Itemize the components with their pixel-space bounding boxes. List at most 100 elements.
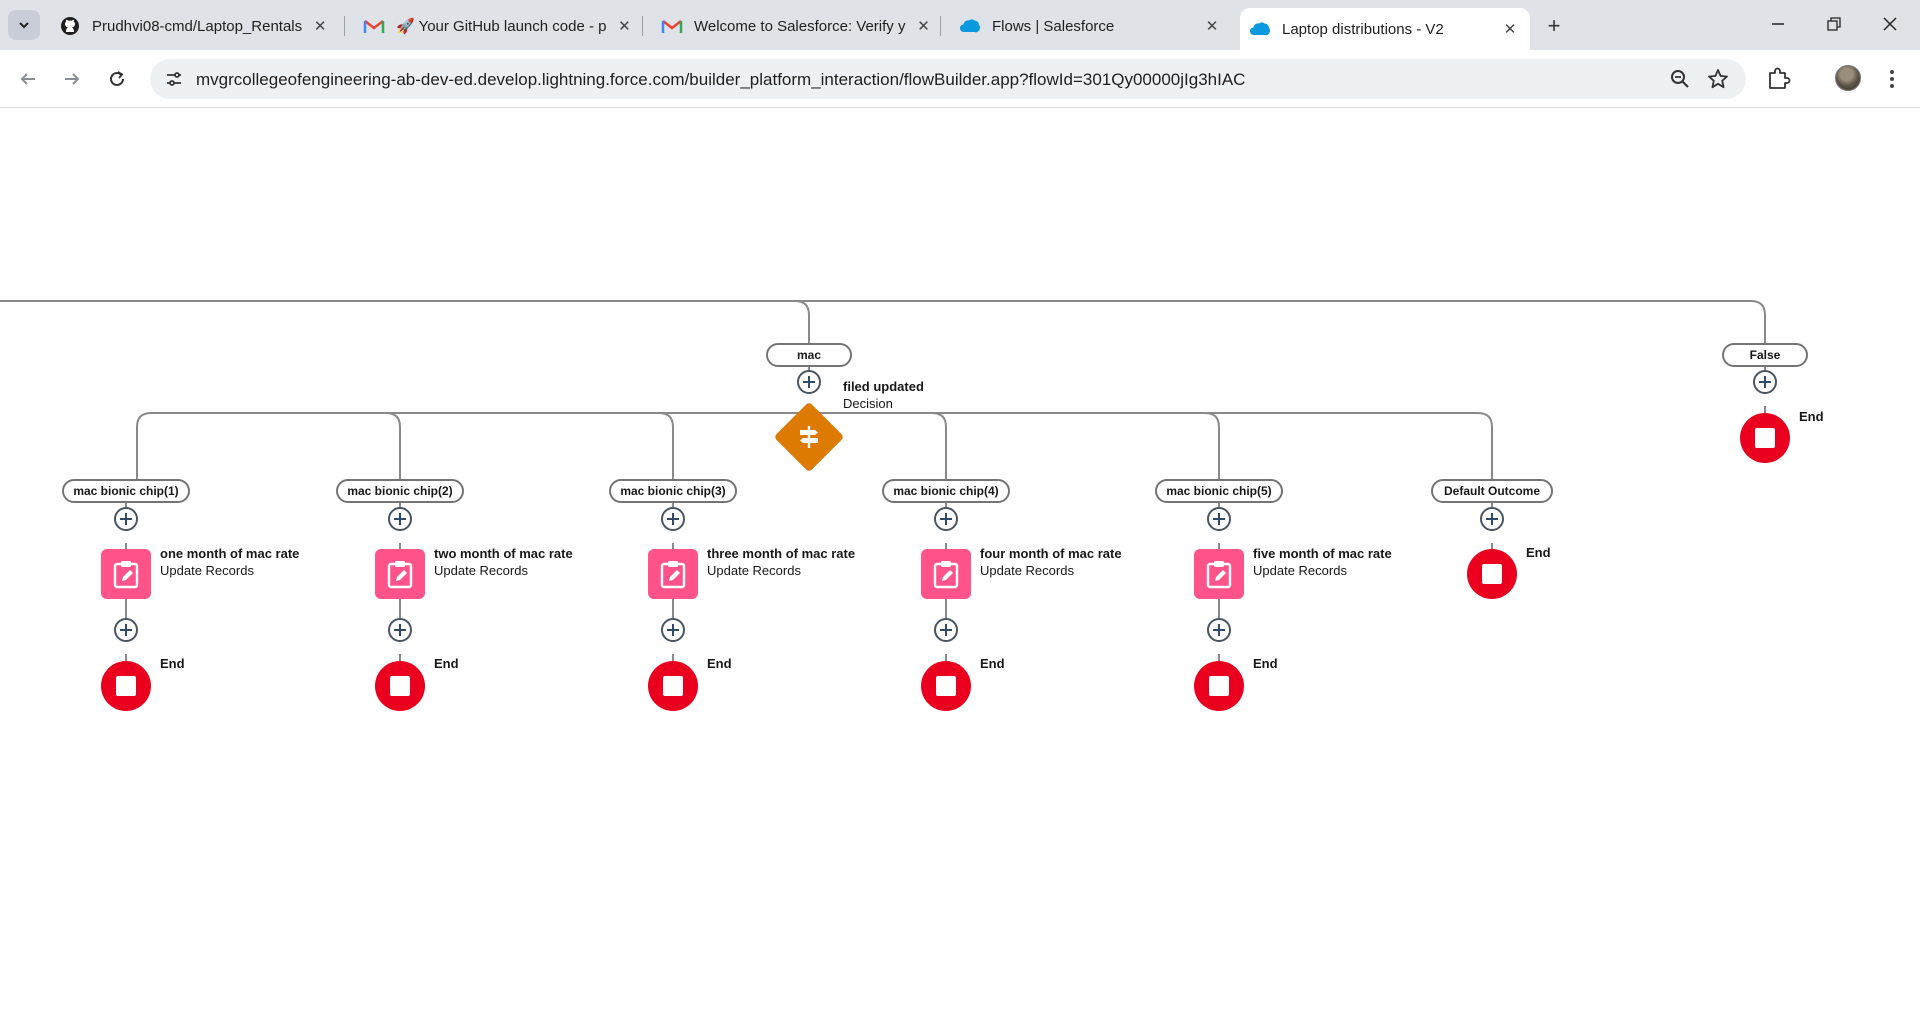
plus-icon [667,513,679,525]
update-records-label: one month of mac rate Update Records [160,545,299,579]
browser-tab-laptop-distributions[interactable]: Laptop distributions - V2 ✕ [1240,8,1530,50]
profile-avatar[interactable] [1835,65,1861,91]
end-node[interactable] [648,661,698,711]
tab-close-icon[interactable]: ✕ [313,18,327,35]
tab-separator [940,16,941,36]
connector [658,412,674,479]
tab-title: Welcome to Salesforce: Verify y [694,17,906,35]
address-bar[interactable]: mvgrcollegeofengineering-ab-dev-ed.devel… [150,59,1746,99]
browser-tab-flows-salesforce[interactable]: Flows | Salesforce ✕ [950,8,1232,44]
restore-icon [1827,17,1841,31]
end-node[interactable] [1194,661,1244,711]
outcome-pill-mac-bionic-chip-4[interactable]: mac bionic chip(4) [882,479,1010,503]
add-element-button[interactable] [388,618,412,642]
plus-icon [940,513,952,525]
update-records-node[interactable] [101,549,151,599]
tab-close-icon[interactable]: ✕ [917,18,930,35]
clipboard-edit-icon [933,561,959,589]
browser-menu-icon[interactable] [1882,65,1902,93]
add-element-button[interactable] [388,507,412,531]
outcome-pill-mac-bionic-chip-3[interactable]: mac bionic chip(3) [609,479,737,503]
salesforce-cloud-icon [1250,19,1271,39]
clipboard-edit-icon [660,561,686,589]
outcome-pill-false[interactable]: False [1722,343,1808,367]
add-element-button[interactable] [661,618,685,642]
end-node[interactable] [1467,549,1517,599]
add-element-button[interactable] [1207,618,1231,642]
connector [385,412,401,479]
stop-icon [116,676,136,696]
stop-icon [936,676,956,696]
add-element-button[interactable] [934,507,958,531]
plus-icon [394,624,406,636]
plus-icon [1213,624,1225,636]
add-element-button[interactable] [114,618,138,642]
minimize-window-button[interactable] [1756,8,1800,40]
browser-tab-gmail-github-launch[interactable]: 🚀 Your GitHub launch code - p ✕ [354,8,636,44]
browser-tab-github[interactable]: Prudhvi08-cmd/Laptop_Rentals ✕ [50,8,336,44]
decision-signpost-icon [800,426,818,448]
outcome-pill-mac[interactable]: mac [766,343,852,367]
add-element-button[interactable] [1480,507,1504,531]
browser-tab-gmail-salesforce-verify[interactable]: Welcome to Salesforce: Verify y ✕ [652,8,934,44]
tab-close-icon[interactable]: ✕ [618,18,631,35]
element-type: Update Records [160,563,254,578]
end-node[interactable] [375,661,425,711]
add-element-button[interactable] [797,370,821,394]
end-node[interactable] [921,661,971,711]
element-title: one month of mac rate [160,546,300,561]
reload-button[interactable] [101,63,133,95]
tab-title: 🚀 Your GitHub launch code - p [396,18,607,35]
update-records-node[interactable] [648,549,698,599]
element-type: Update Records [707,563,801,578]
plus-icon [1486,513,1498,525]
tab-search-button[interactable] [8,10,40,40]
add-element-button[interactable] [934,618,958,642]
arrow-left-icon [20,73,35,85]
stop-icon [1209,676,1229,696]
decision-label: filed updated Decision [843,378,924,412]
tab-separator [642,16,643,36]
outcome-pill-mac-bionic-chip-1[interactable]: mac bionic chip(1) [62,479,190,503]
update-records-node[interactable] [375,549,425,599]
add-element-button[interactable] [1753,370,1777,394]
back-button[interactable] [12,63,44,95]
extensions-puzzle-icon[interactable] [1766,65,1792,96]
flow-builder-canvas[interactable]: mac False filed updated Decision End mac… [0,108,1920,1020]
add-element-button[interactable] [1207,507,1231,531]
connector [931,412,947,479]
end-node[interactable] [101,661,151,711]
connector [795,300,1766,343]
stop-icon [663,676,683,696]
new-tab-button[interactable]: + [1547,13,1561,38]
minimize-icon [1772,23,1784,25]
bookmark-star-icon[interactable] [1706,67,1730,96]
stop-icon [1482,564,1502,584]
plus-icon [1213,513,1225,525]
plus-icon [803,376,815,388]
tab-title: Laptop distributions - V2 [1282,20,1444,38]
plus-icon [120,513,132,525]
update-records-node[interactable] [1194,549,1244,599]
tab-separator [344,16,345,36]
end-node[interactable] [1740,413,1790,463]
plus-icon [940,624,952,636]
outcome-pill-default[interactable]: Default Outcome [1431,479,1553,503]
add-element-button[interactable] [114,507,138,531]
add-element-button[interactable] [661,507,685,531]
zoom-icon[interactable] [1668,67,1692,96]
forward-button[interactable] [56,63,88,95]
close-window-button[interactable] [1868,8,1912,40]
tab-close-icon[interactable]: ✕ [1205,18,1219,35]
tab-close-icon[interactable]: ✕ [1503,21,1517,38]
site-settings-icon[interactable] [160,65,188,93]
update-records-node[interactable] [921,549,971,599]
restore-window-button[interactable] [1812,8,1856,40]
outcome-pill-mac-bionic-chip-2[interactable]: mac bionic chip(2) [336,479,464,503]
plus-icon [394,513,406,525]
url-text: mvgrcollegeofengineering-ab-dev-ed.devel… [196,70,1246,89]
element-type: Update Records [980,563,1074,578]
outcome-pill-mac-bionic-chip-5[interactable]: mac bionic chip(5) [1155,479,1283,503]
gmail-icon [363,16,385,36]
browser-tab-strip: Prudhvi08-cmd/Laptop_Rentals ✕ 🚀 Your Gi… [0,0,1920,50]
